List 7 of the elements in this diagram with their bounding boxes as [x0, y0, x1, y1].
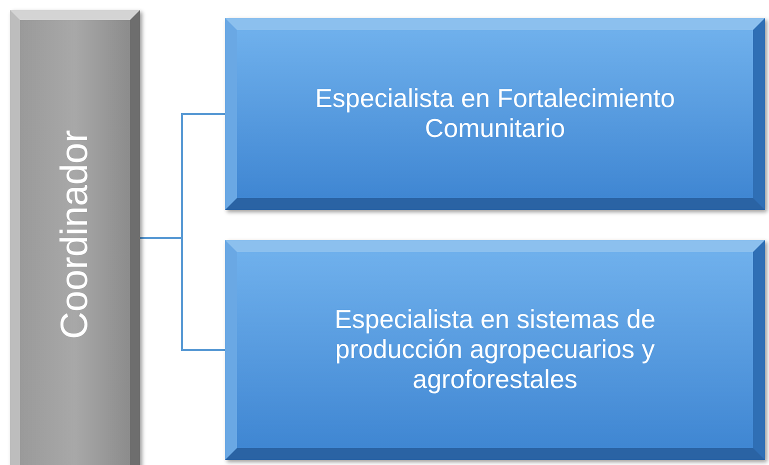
role-box [225, 18, 765, 210]
role-box [225, 240, 765, 460]
role-box [10, 10, 140, 465]
role-title: Especialista en Fortalecimiento Comunitario [314, 84, 676, 144]
role-title: Coordinador [52, 130, 96, 340]
connector-line [140, 237, 225, 351]
role-title: Especialista en sistemas de producción agropecuarios y agroforestales [334, 305, 656, 395]
